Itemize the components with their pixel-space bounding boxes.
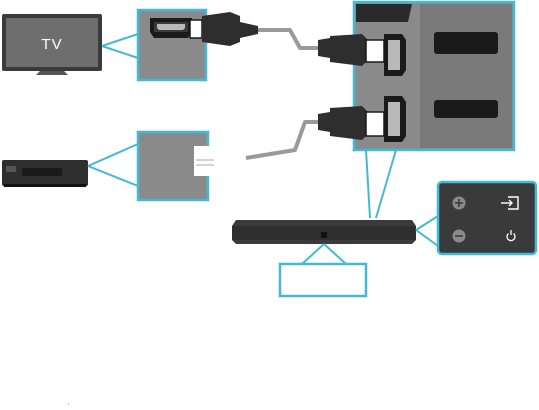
footer-mark: ' xyxy=(68,402,70,410)
blu-ray-port-opening xyxy=(194,146,212,176)
soundbar-icon xyxy=(232,220,416,244)
hdmi-cable-blu-ray xyxy=(245,120,325,160)
soundbar-indicator xyxy=(321,232,327,238)
volume-up-icon xyxy=(452,196,466,210)
soundbar-rear-panel-callout xyxy=(352,0,516,152)
hdmi-cable-tv xyxy=(258,28,325,50)
soundbar-top-panel xyxy=(436,180,538,256)
blu-ray-player-icon xyxy=(2,160,88,187)
tv-hdmi-port xyxy=(150,18,192,38)
soundbar-display-panel xyxy=(278,262,368,298)
rear-panel-slot-2 xyxy=(434,100,498,118)
input-source-icon xyxy=(501,196,519,210)
volume-down-icon xyxy=(452,229,466,243)
blu-ray-hdmi-port-callout xyxy=(87,130,214,202)
hdmi-plug-icon xyxy=(189,12,258,46)
rear-panel-pointer-right xyxy=(375,149,397,219)
hdmi-plug-icon xyxy=(318,106,385,140)
power-icon xyxy=(506,230,516,242)
soundbar-hdmi-in-port-1 xyxy=(384,34,406,76)
soundbar-display-callout xyxy=(278,243,368,298)
rear-panel-pointer-left xyxy=(365,149,371,219)
hdmi-plug-icon xyxy=(318,34,385,66)
rear-panel-slot-1 xyxy=(434,32,498,54)
tv-label: TV xyxy=(41,36,62,53)
tv-icon: TV xyxy=(2,14,102,75)
soundbar-top-buttons-callout xyxy=(415,180,538,256)
soundbar-hdmi-in-port-2 xyxy=(384,96,406,142)
